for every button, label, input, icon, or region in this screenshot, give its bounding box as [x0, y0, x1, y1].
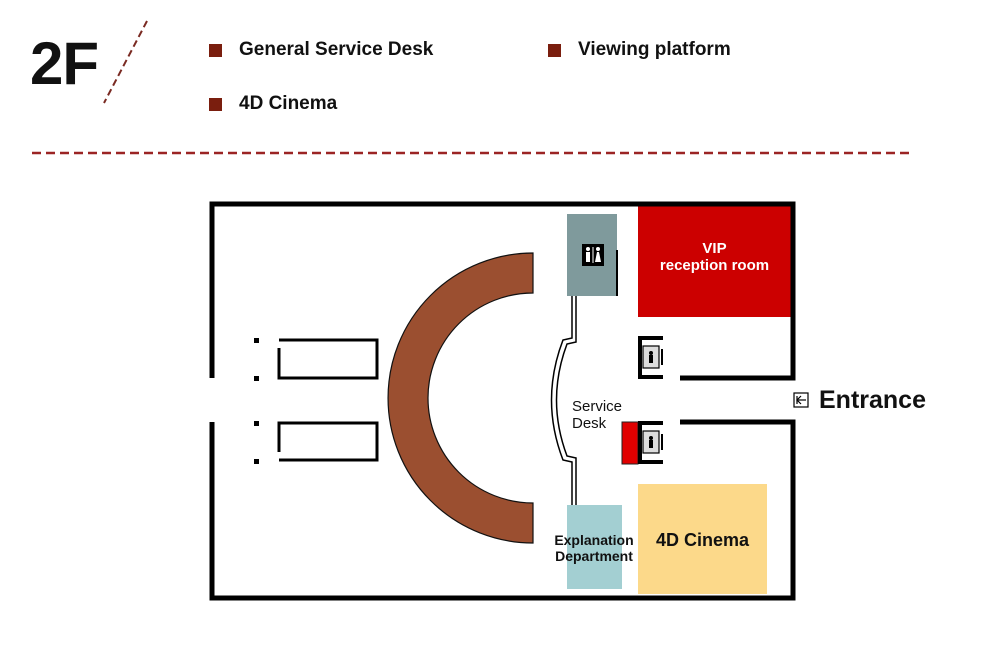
left-posts: [254, 338, 259, 464]
legend-label: Viewing platform: [578, 39, 731, 60]
elevator-enclosure-top: [638, 336, 663, 379]
floor-slash-divider: [103, 20, 148, 104]
vip-room-label-line2: reception room: [659, 257, 770, 275]
legend-swatch: [209, 43, 222, 57]
legend-item-viewing-platform: Viewing platform: [548, 39, 731, 61]
service-desk-label-line2: Desk: [572, 415, 607, 433]
service-desk-counter: [621, 421, 639, 465]
legend-swatch: [209, 97, 222, 111]
outer-walls: [209, 201, 796, 601]
cinema-4d-room: [638, 484, 767, 594]
explanation-department: [567, 505, 622, 589]
legend-label: General Service Desk: [239, 39, 434, 60]
elevator-icon: [642, 345, 663, 369]
entrance-label: Entrance: [819, 386, 926, 414]
vip-room-label-line1: VIP: [702, 240, 727, 257]
restroom-icon: [582, 244, 604, 266]
entrance-arrow-icon: [793, 392, 809, 408]
service-desk-label-line1: Service: [572, 398, 623, 415]
service-corridor: [550, 296, 577, 505]
service-desk-label: Service Desk: [572, 398, 622, 433]
legend-item-general-service-desk: General Service Desk: [209, 39, 433, 61]
left-bench-top: [277, 338, 379, 380]
left-bench-bottom: [277, 421, 379, 462]
vip-room-label: VIP reception room: [638, 240, 791, 275]
vip-reception-room: [638, 206, 791, 317]
explanation-label-line1: Explanation: [554, 532, 634, 548]
explanation-label-line2: Department: [555, 548, 633, 565]
legend-swatch: [548, 43, 561, 57]
legend-item-4d-cinema: 4D Cinema: [209, 93, 337, 115]
viewing-platform: [387, 252, 534, 544]
legend-label: 4D Cinema: [239, 93, 338, 114]
cinema-label: 4D Cinema: [655, 530, 750, 550]
explanation-department-label: Explanation Department: [548, 532, 640, 564]
floor-label: 2F: [30, 30, 99, 97]
elevator-icon: [642, 430, 663, 454]
elevator-enclosure-bottom: [638, 421, 663, 464]
